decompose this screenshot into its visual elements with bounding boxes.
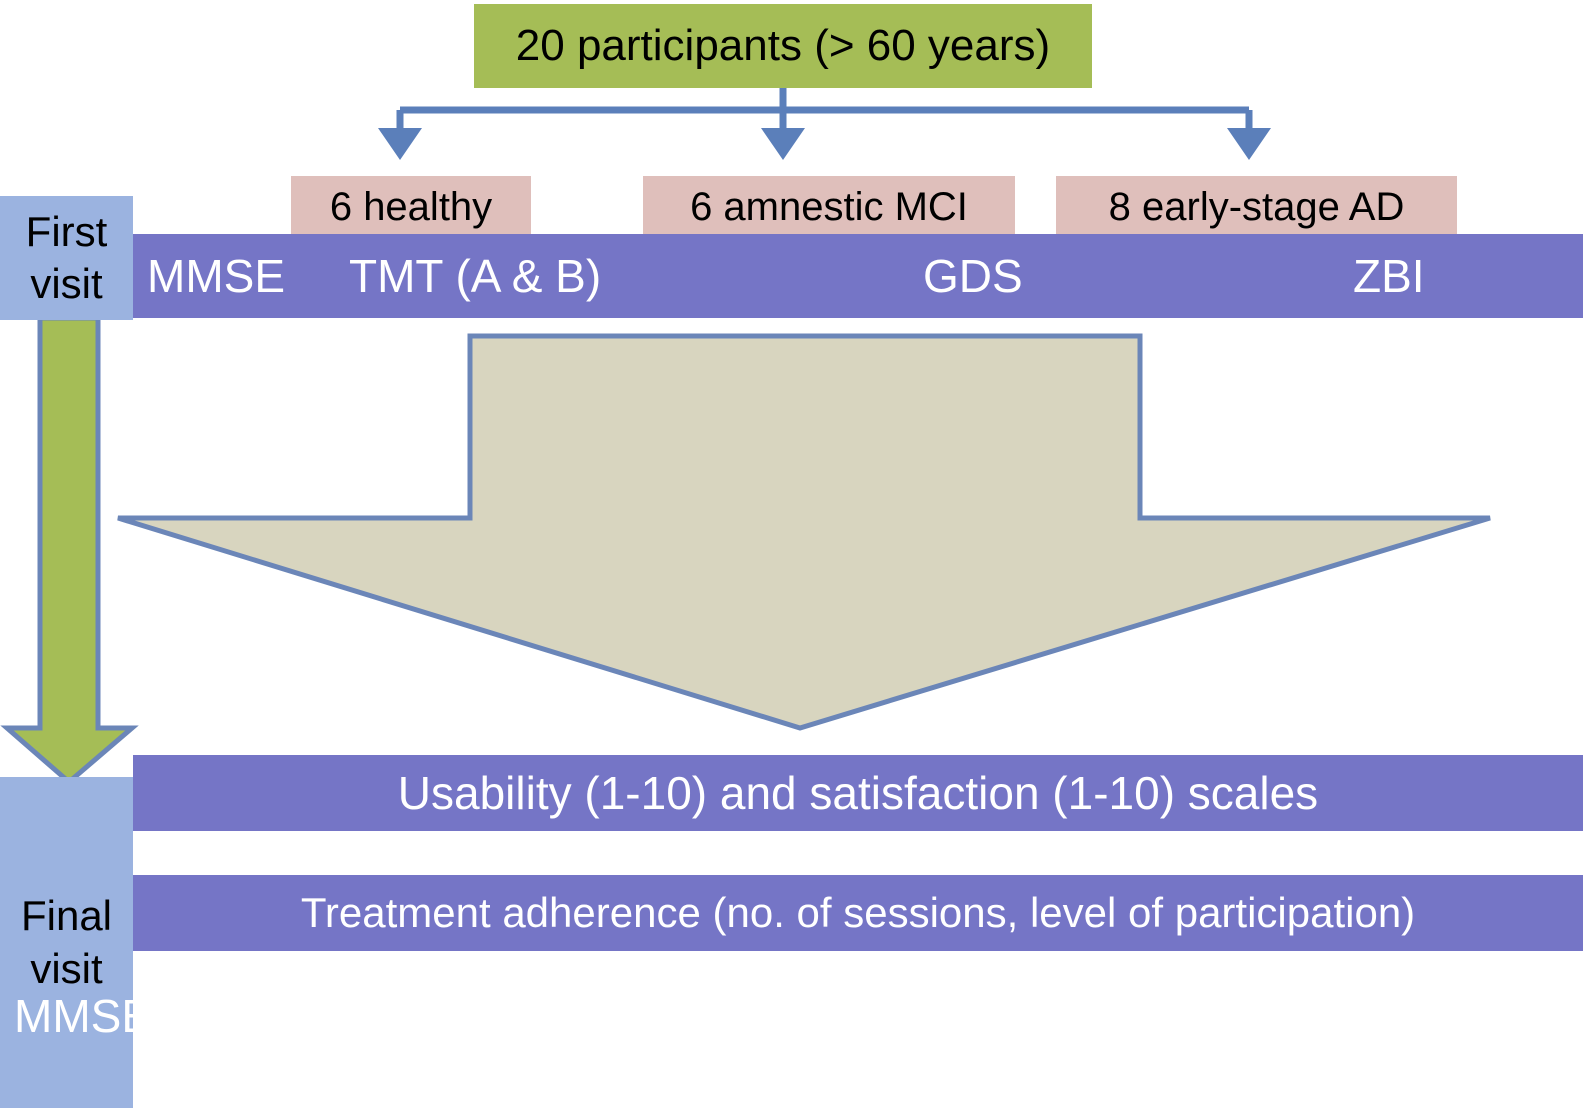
intervention-arrow	[117, 333, 1491, 731]
connector-tree	[378, 88, 1271, 160]
group-box-amnestic-mci: 6 amnestic MCI	[643, 176, 1015, 238]
assessment-zbi-first: ZBI	[1353, 250, 1425, 302]
usability-satisfaction-bar: Usability (1-10) and satisfaction (1-10)…	[133, 755, 1583, 831]
assessment-gds-final: GDS	[790, 990, 890, 1042]
group-box-healthy: 6 healthy	[291, 176, 531, 238]
final-visit-line2: visit	[30, 944, 103, 992]
assessment-zbi-final: ZBI	[1220, 990, 1292, 1042]
assessment-gds-first: GDS	[923, 250, 1023, 302]
assessment-tmt-final: TMT (A & B)	[216, 990, 469, 1042]
final-visit-label: Final visit	[0, 777, 133, 1108]
final-visit-line1: Final	[20, 892, 113, 939]
first-visit-assessment-bar: MMSE TMT (A & B) GDS ZBI	[133, 234, 1583, 318]
first-visit-label: First visit	[0, 196, 133, 320]
timeline-arrow	[0, 315, 139, 786]
first-visit-assessment-list: MMSE TMT (A & B) GDS ZBI	[133, 234, 1583, 318]
first-visit-line2: visit	[30, 260, 103, 307]
participants-box: 20 participants (> 60 years)	[474, 4, 1092, 88]
assessment-tmt-first: TMT (A & B)	[349, 250, 602, 302]
treatment-adherence-bar: Treatment adherence (no. of sessions, le…	[133, 875, 1583, 951]
group-box-early-stage-ad: 8 early-stage AD	[1056, 176, 1457, 238]
assessment-mmse-first: MMSE	[147, 250, 285, 302]
first-visit-line1: First	[25, 207, 108, 255]
assessment-mmse-final: MMSE	[14, 990, 152, 1042]
